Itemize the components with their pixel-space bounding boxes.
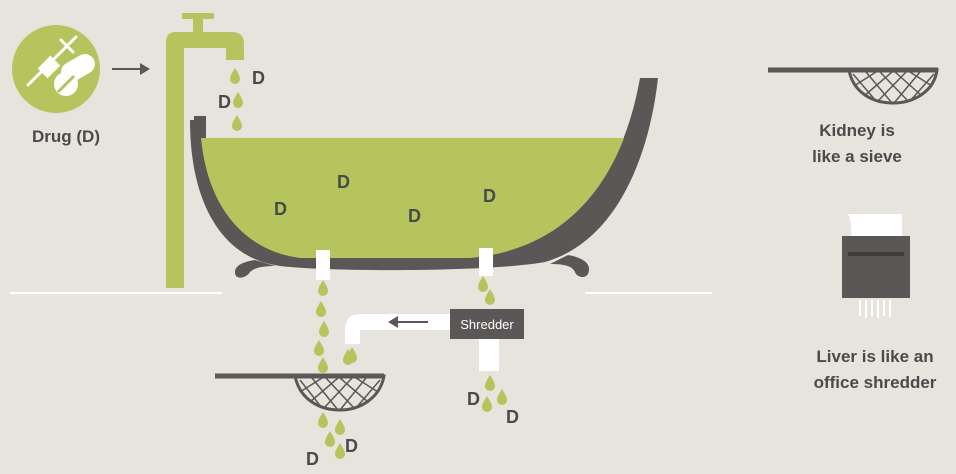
faucet-drops (230, 68, 243, 131)
d-marker: D (345, 436, 358, 456)
drug-input-arrow (112, 63, 150, 75)
d-marker: D (218, 92, 231, 112)
shredder-box (450, 309, 524, 339)
liver-drain (479, 248, 493, 276)
kidney-caption-line: like a sieve (812, 147, 902, 166)
faucet-drop (232, 115, 242, 131)
faucet-drop (230, 68, 240, 84)
return-pipe-drops (347, 347, 357, 363)
d-marker: D (306, 449, 319, 469)
liver-caption-line: office shredder (813, 373, 937, 392)
sieve-output-drops (318, 412, 345, 459)
tub-rim (194, 116, 206, 138)
faucet (166, 13, 244, 288)
d-marker: D (506, 407, 519, 427)
tub-feet (234, 255, 590, 278)
return-arrow (388, 316, 428, 328)
d-marker: D (408, 206, 421, 226)
drain-drop (314, 340, 324, 356)
drug-label: Drug (D) (32, 127, 100, 146)
kidney-caption: Kidney is like a sieve (792, 118, 922, 170)
faucet-drop (233, 92, 243, 108)
drug-icon (12, 25, 100, 113)
kidney-sieve-icon (768, 67, 939, 105)
drain-drop (318, 280, 328, 296)
d-marker: D (467, 389, 480, 409)
drain-drop (319, 321, 329, 337)
drain-drop (316, 301, 326, 317)
sieve-bottom (215, 373, 386, 412)
liver-caption: Liver is like an office shredder (796, 344, 954, 396)
d-marker: D (483, 186, 496, 206)
kidney-drain (316, 250, 330, 280)
kidney-caption-line: Kidney is (819, 121, 895, 140)
drain-drop (318, 357, 328, 373)
d-marker: D (337, 172, 350, 192)
d-marker: D (252, 68, 265, 88)
liver-drain-drop (478, 276, 488, 292)
d-marker: D (274, 199, 287, 219)
liver-caption-line: Liver is like an (816, 347, 934, 366)
shredder-outlet (479, 339, 499, 371)
liver-drain-drop (485, 289, 495, 305)
shredder-label: Shredder (460, 317, 514, 332)
office-shredder-icon (842, 214, 910, 318)
shredder-output-drops (482, 375, 507, 412)
